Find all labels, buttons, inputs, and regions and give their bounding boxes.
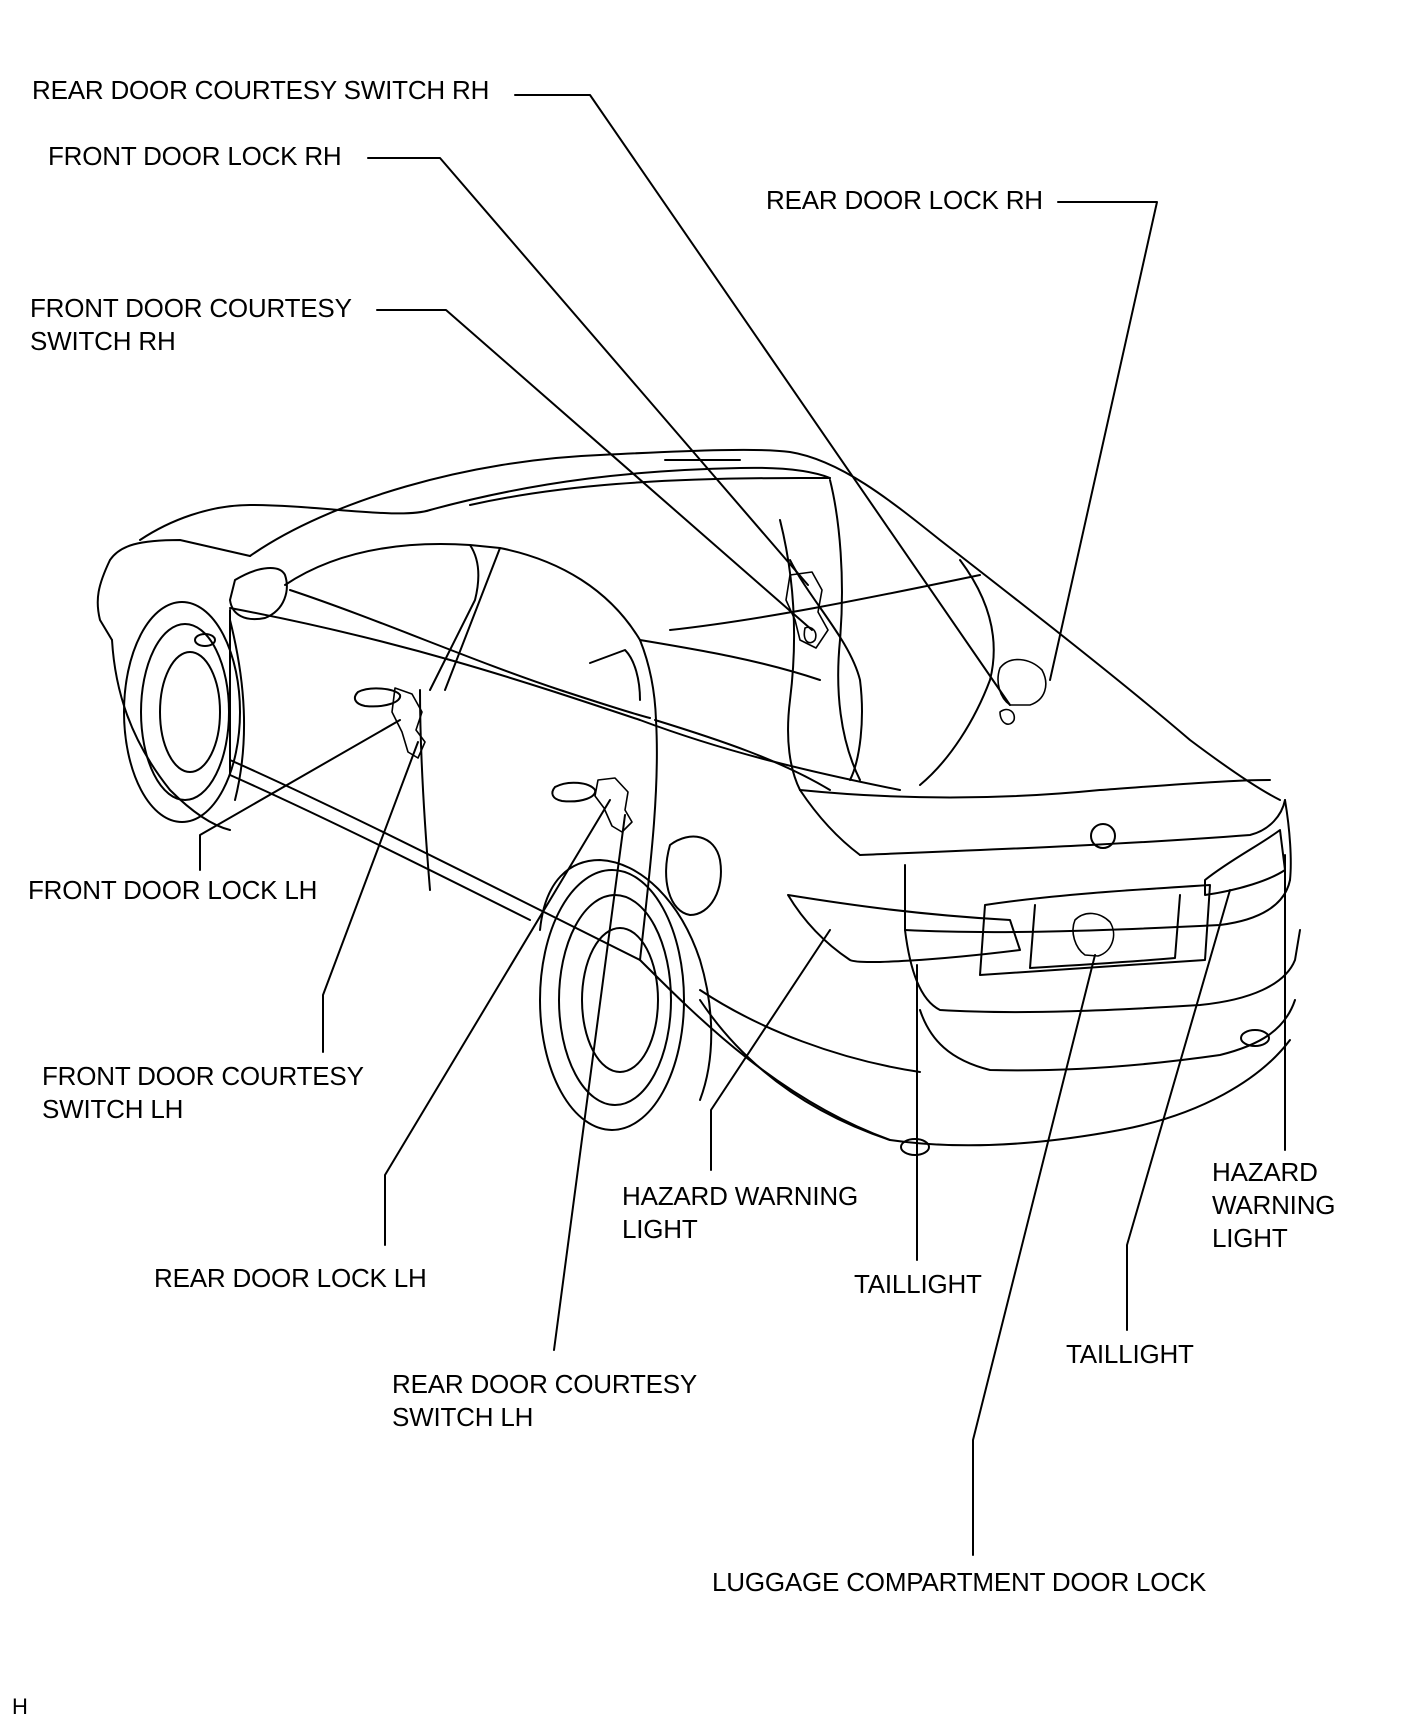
label-front-door-lock-rh: FRONT DOOR LOCK RH [48,141,342,171]
label-hazard-warning-light-right: HAZARD WARNING LIGHT [1212,1157,1336,1253]
leader-front-door-courtesy-switch-rh [376,309,813,631]
rear-door-lock-rh-component [997,658,1047,725]
label-rear-door-lock-rh: REAR DOOR LOCK RH [766,185,1043,215]
rear-door-lock-lh-component [594,777,633,833]
label-taillight-right: TAILLIGHT [1066,1339,1194,1369]
label-luggage-compartment-door-lock: LUGGAGE COMPARTMENT DOOR LOCK [712,1567,1207,1597]
label-rear-door-courtesy-switch-lh: REAR DOOR COURTESY SWITCH LH [392,1369,698,1432]
car-body-outline [96,448,1301,1156]
luggage-door-lock-component [1072,912,1115,957]
component-symbols [391,571,1115,957]
leader-front-door-lock-lh [199,719,401,871]
label-rear-door-lock-lh: REAR DOOR LOCK LH [154,1263,427,1293]
label-taillight-left: TAILLIGHT [854,1269,982,1299]
figure-reference-code: H [12,1694,28,1719]
leader-rear-door-courtesy-switch-lh [553,814,626,1351]
leader-hazard-warning-light-left [710,929,831,1171]
label-front-door-courtesy-switch-lh: FRONT DOOR COURTESY SWITCH LH [42,1061,364,1124]
leader-rear-door-lock-lh [384,799,611,1246]
leader-rear-door-courtesy-switch-rh [514,94,1011,706]
label-front-door-lock-lh: FRONT DOOR LOCK LH [28,875,318,905]
leader-lines [199,94,1286,1556]
leader-front-door-courtesy-switch-lh [322,741,419,1053]
leader-rear-door-lock-rh [1049,201,1158,681]
leader-front-door-lock-rh [367,157,809,586]
label-rear-door-courtesy-switch-rh: REAR DOOR COURTESY SWITCH RH [32,75,490,105]
leader-luggage-compartment-door-lock [972,954,1096,1556]
leader-taillight-right [1126,889,1231,1331]
label-hazard-warning-light-left: HAZARD WARNING LIGHT [622,1181,859,1244]
label-front-door-courtesy-switch-rh: FRONT DOOR COURTESY SWITCH RH [30,293,352,356]
